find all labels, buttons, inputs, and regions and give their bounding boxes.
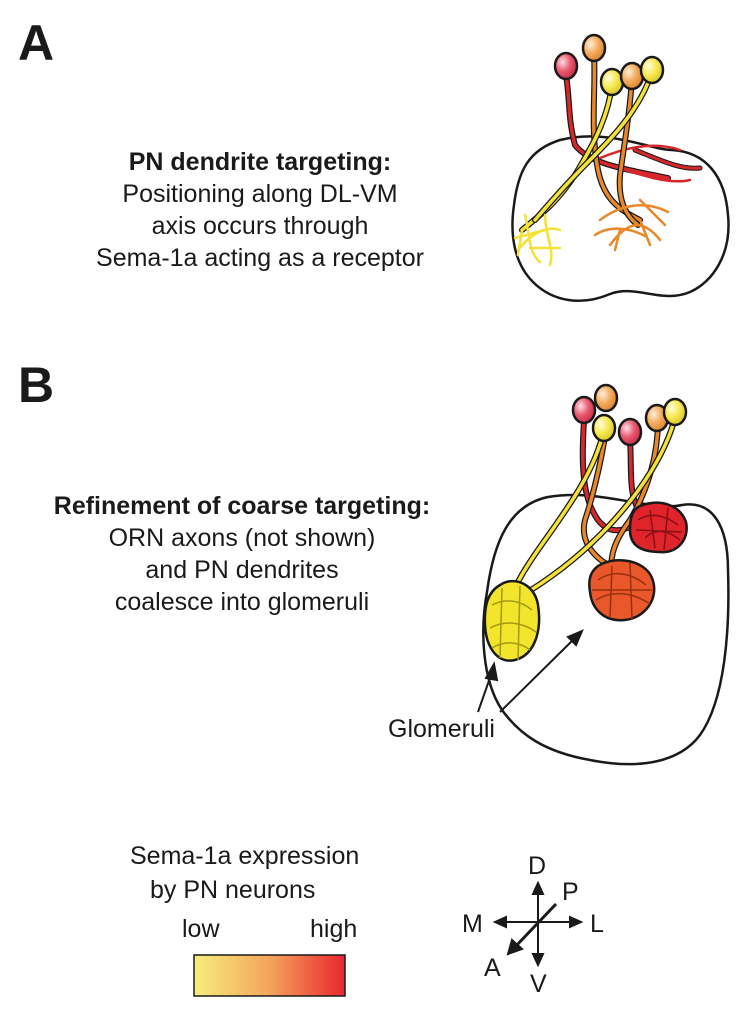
axis-label-medial: M — [462, 910, 483, 938]
antennal-lobe-outline-b — [482, 493, 730, 766]
panel-b-line-2: and PN dendrites — [145, 556, 339, 584]
cell-body-red-b2 — [617, 417, 643, 447]
panel-b-title: Refinement of coarse targeting: — [53, 492, 431, 520]
cell-body-yellow-b1 — [591, 413, 617, 443]
cell-body-yellow-a2 — [639, 55, 665, 85]
neurites-b — [507, 411, 679, 603]
legend-title-line-2: by PN neurons — [150, 876, 316, 904]
panel-b-letter: B — [18, 357, 55, 413]
panel-a-diagram — [511, 33, 730, 302]
yellow-pn-neurons-a — [513, 69, 655, 267]
orange-pn-neurons-a — [590, 52, 670, 252]
glomerulus-red — [628, 501, 688, 554]
anterior-posterior-axis — [513, 902, 558, 949]
cell-body-yellow-a1 — [599, 67, 625, 97]
axis-label-lateral: L — [590, 910, 604, 938]
legend-gradient-bar — [193, 954, 346, 997]
cell-body-orange-a2 — [619, 61, 645, 91]
axis-label-posterior: P — [562, 878, 579, 906]
glomerulus-yellow — [483, 579, 541, 662]
panel-a-line-2: axis occurs through — [151, 212, 369, 240]
panel-a-line-1: Positioning along DL-VM — [122, 180, 398, 208]
axis-label-ventral: V — [530, 970, 547, 998]
panel-a-title: PN dendrite targeting: — [128, 148, 392, 176]
legend-title-line-1: Sema-1a expression — [130, 842, 360, 870]
panel-a-caption: PN dendrite targeting: Positioning along… — [60, 146, 460, 274]
orientation-axes — [492, 880, 584, 968]
axis-label-anterior: A — [484, 954, 501, 982]
legend-low-label: low — [182, 915, 220, 943]
arrow-to-orange-glomerulus — [499, 637, 576, 713]
cell-body-yellow-b2 — [662, 397, 688, 427]
cell-body-red-b1 — [571, 395, 597, 425]
glomeruli-arrows — [477, 629, 584, 713]
cell-body-orange-b1 — [593, 383, 619, 413]
panel-a-line-3: Sema-1a acting as a receptor — [96, 244, 424, 272]
cell-body-red-a1 — [553, 51, 579, 81]
axis-label-dorsal: D — [528, 852, 547, 880]
legend-high-label: high — [310, 915, 358, 943]
panel-a-letter: A — [18, 15, 55, 71]
panel-b-line-1: ORN axons (not shown) — [108, 524, 376, 552]
cell-body-orange-a1 — [581, 33, 607, 63]
panel-b-caption: Refinement of coarse targeting: ORN axon… — [12, 490, 472, 618]
glomerulus-orange — [588, 558, 656, 622]
panel-b-diagram — [477, 383, 730, 766]
cell-bodies-b — [571, 383, 688, 447]
glomeruli-label: Glomeruli — [388, 715, 495, 743]
antennal-lobe-outline-a — [511, 135, 730, 302]
cell-bodies-a — [553, 33, 665, 97]
panel-b-line-3: coalesce into glomeruli — [114, 588, 370, 616]
